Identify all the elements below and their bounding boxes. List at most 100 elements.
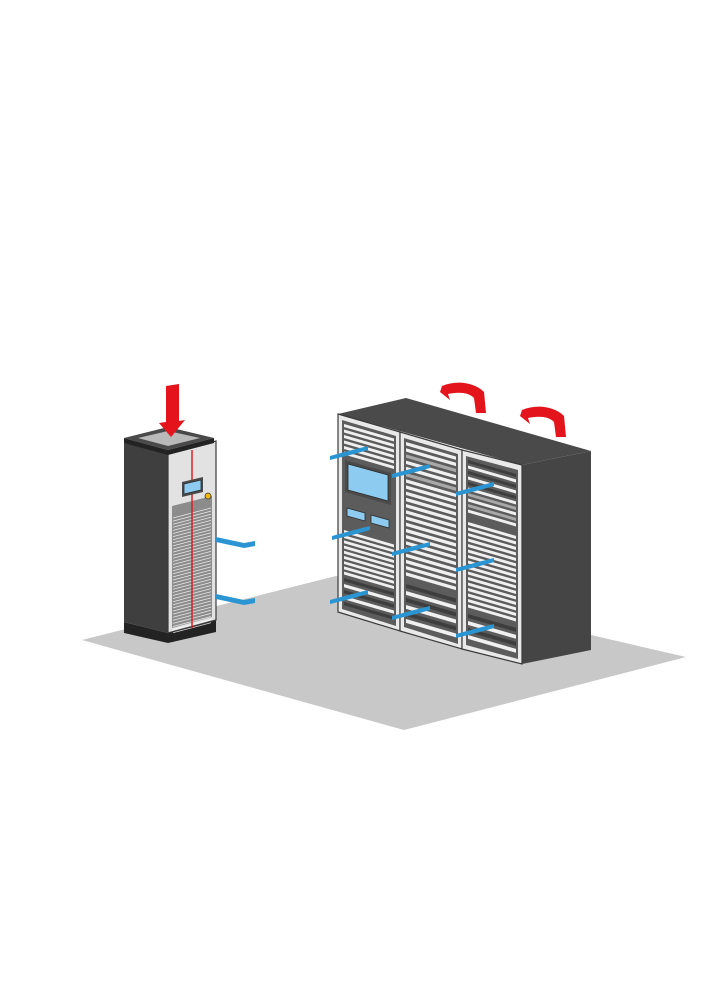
rack-3-slot bbox=[468, 538, 516, 556]
rack-3-slot bbox=[468, 593, 516, 611]
rack-3-slot bbox=[468, 549, 516, 567]
rack-2-slot bbox=[406, 547, 456, 566]
rack-3-slot bbox=[468, 509, 516, 527]
rack-hot-air-exhausts bbox=[440, 382, 566, 437]
cooling-unit-indicator-light bbox=[204, 492, 212, 500]
rack-2-slot bbox=[406, 522, 456, 541]
rack-3-slot bbox=[468, 544, 516, 561]
rack-2-slot bbox=[406, 485, 456, 504]
rack-1-slot bbox=[344, 440, 394, 459]
rack-1-slot bbox=[344, 530, 394, 548]
rack-1-slot bbox=[344, 584, 394, 602]
cooling-unit-cold-air-outlets bbox=[216, 537, 255, 605]
rack-1-slot bbox=[344, 571, 394, 589]
rack-2-slot bbox=[406, 497, 456, 516]
cooling-unit-top-vent bbox=[138, 431, 200, 446]
rack-1-slot bbox=[344, 429, 394, 448]
cold-airflow-arrow-icon bbox=[216, 537, 255, 548]
cold-airflow-arrow-icon bbox=[456, 624, 494, 638]
rack-3-slot bbox=[468, 487, 516, 505]
rack-1-slot bbox=[344, 561, 394, 579]
rack-3-slot bbox=[468, 635, 516, 653]
cold-airflow-arrow-icon bbox=[216, 594, 255, 605]
rack-2-slot bbox=[406, 442, 456, 460]
rack-3-slot bbox=[468, 588, 516, 605]
rack-3-slot bbox=[468, 571, 516, 589]
rack-1-slot bbox=[344, 602, 394, 620]
rack-2-slot bbox=[406, 516, 456, 535]
rack-2-slot bbox=[406, 479, 456, 498]
rack-1-monitor bbox=[347, 463, 389, 502]
rack-3-slot bbox=[468, 599, 516, 616]
rack-3-slot bbox=[468, 504, 516, 521]
rack-3-slot bbox=[468, 628, 516, 646]
rack-2-slot bbox=[406, 612, 456, 631]
rack-2-slot bbox=[406, 448, 456, 467]
cold-airflow-arrow-icon bbox=[332, 526, 370, 540]
server-rack-3 bbox=[461, 449, 523, 665]
cold-airflow-arrow-icon bbox=[392, 542, 430, 556]
rack-1-small-screen-b bbox=[370, 514, 390, 529]
cooling-unit bbox=[124, 427, 217, 643]
cooling-unit-display bbox=[183, 479, 202, 495]
cold-airflow-arrow-icon bbox=[330, 590, 368, 604]
rack-2-slot bbox=[406, 535, 456, 553]
rack-2-slot bbox=[406, 454, 456, 473]
rack-1-slot bbox=[344, 424, 394, 442]
rack-3-slot bbox=[468, 498, 516, 516]
rack-3-slot bbox=[468, 621, 516, 639]
rack-row-side bbox=[522, 451, 591, 664]
rack-1-small-screen-a bbox=[346, 507, 366, 522]
rack-3-slot bbox=[468, 465, 516, 483]
rack-1-slot bbox=[344, 535, 394, 553]
rack-2-slot bbox=[406, 566, 456, 584]
rack-3-slot bbox=[468, 577, 516, 594]
cold-airflow-arrow-icon bbox=[456, 558, 494, 572]
cooling-unit-top-rim bbox=[124, 438, 214, 455]
rack-3-slot bbox=[468, 614, 516, 632]
server-rack-2 bbox=[399, 431, 463, 650]
rack-2-slot bbox=[406, 510, 456, 529]
rack-2-slot bbox=[406, 598, 456, 617]
cold-airflow-arrow-icon bbox=[456, 482, 494, 496]
cooling-unit-side bbox=[124, 443, 168, 633]
rack-3-slot bbox=[468, 471, 516, 488]
rack-2-slot bbox=[406, 584, 456, 603]
rack-2-slot bbox=[406, 528, 456, 547]
rack-2-slot bbox=[406, 460, 456, 479]
top-air-intake-arrow-icon bbox=[159, 384, 185, 437]
rack-3-slot bbox=[468, 527, 516, 545]
rack-2-slot bbox=[406, 473, 456, 491]
rack-1-slot bbox=[344, 545, 394, 563]
rack-2-slot bbox=[406, 619, 456, 638]
rack-1-slot bbox=[344, 596, 394, 614]
server-racks bbox=[337, 398, 591, 665]
rack-1-slot bbox=[344, 435, 394, 453]
rack-3-slot bbox=[468, 566, 516, 583]
cold-airflow-arrow-icon bbox=[392, 606, 430, 620]
rack-row-top bbox=[338, 398, 591, 465]
rack-3-slot bbox=[468, 533, 516, 550]
rack-3-slot bbox=[468, 555, 516, 572]
rack-2-slot bbox=[406, 491, 456, 510]
rack-3-slot bbox=[468, 460, 516, 477]
rack-2-slot bbox=[406, 572, 456, 591]
hot-airflow-arrow-icon bbox=[440, 382, 486, 413]
rack-1-slot bbox=[344, 550, 394, 569]
cold-airflow-arrow-icon bbox=[392, 464, 430, 478]
rack-3-slot bbox=[468, 582, 516, 600]
hot-airflow-arrow-icon bbox=[520, 406, 566, 437]
rack-1-slot bbox=[344, 451, 394, 470]
rack-2-slot bbox=[406, 591, 456, 610]
server-rack-1 bbox=[337, 413, 401, 632]
rack-1-slot bbox=[344, 540, 394, 558]
rack-1-slot bbox=[344, 578, 394, 596]
rack-3-slot bbox=[468, 522, 516, 539]
cooling-unit-plinth bbox=[124, 620, 216, 643]
rack-3-slot bbox=[468, 493, 516, 510]
rack-3-slot bbox=[468, 604, 516, 622]
rack-1-slot bbox=[344, 556, 394, 574]
rack-2-slot bbox=[406, 559, 456, 578]
rack-2-slot bbox=[406, 504, 456, 522]
